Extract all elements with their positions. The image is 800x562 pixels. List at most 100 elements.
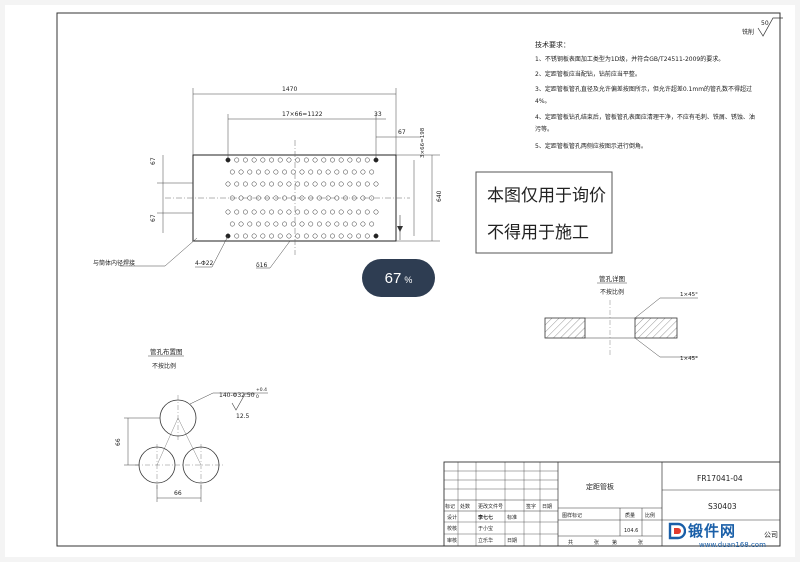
tube-hole — [312, 181, 318, 187]
svg-text:技术要求：: 技术要求： — [535, 40, 570, 49]
tube-hole — [308, 169, 314, 175]
tube-hole — [351, 221, 357, 227]
tube-hole — [369, 195, 375, 201]
svg-text:比例: 比例 — [645, 512, 655, 519]
tube-hole — [234, 233, 240, 239]
tube-hole — [234, 209, 240, 215]
tube-hole — [242, 157, 248, 163]
site-logo-icon — [668, 522, 686, 540]
svg-text:3×66=198: 3×66=198 — [420, 127, 426, 158]
svg-text:李七七: 李七七 — [477, 514, 493, 521]
tube-hole — [286, 209, 292, 215]
tube-hole — [347, 181, 353, 187]
tube-hole — [269, 233, 274, 239]
tube-hole — [312, 209, 318, 215]
tube-hole — [264, 169, 270, 175]
svg-text:FR17041-04: FR17041-04 — [697, 474, 743, 483]
svg-text:S30403: S30403 — [708, 502, 737, 511]
tube-hole — [373, 233, 379, 239]
tube-hole — [330, 209, 335, 215]
roughness-symbol: 铣削 50 — [742, 17, 783, 37]
title-block: 标记 处数 更改文件号 签字 日期 设计 标准 校核 审核 日期 李七七 于小宝… — [443, 461, 781, 547]
tube-hole — [251, 233, 257, 239]
svg-text:66: 66 — [115, 438, 122, 446]
svg-text:17×66=1122: 17×66=1122 — [282, 111, 323, 118]
tube-hole — [299, 221, 305, 227]
tube-hole — [269, 157, 274, 163]
svg-text:立乐华: 立乐华 — [478, 537, 493, 544]
tube-hole — [325, 221, 331, 227]
tube-hole — [343, 221, 348, 227]
tube-hole — [347, 233, 353, 239]
zoom-level-badge[interactable]: 67% — [362, 259, 435, 297]
tube-hole — [260, 209, 266, 215]
plate-view: 67 67 1470 17×66=1122 33 67 640 3×66=198… — [93, 86, 443, 269]
svg-text:处数: 处数 — [460, 503, 470, 510]
svg-text:质量: 质量 — [625, 512, 635, 519]
tube-hole — [356, 233, 362, 239]
tube-hole — [316, 221, 322, 227]
svg-text:3、定距管板管孔直径及允许偏差按图所示，但允许超差0.1mm: 3、定距管板管孔直径及允许偏差按图所示，但允许超差0.1mm的管孔数不得超过 — [535, 85, 752, 93]
tube-hole — [338, 157, 344, 163]
svg-text:校核: 校核 — [447, 525, 457, 532]
watermark-name: 锻件网 — [688, 522, 737, 540]
svg-text:第: 第 — [612, 539, 617, 546]
tube-hole — [295, 233, 301, 239]
tube-hole — [295, 209, 301, 215]
svg-text:公司: 公司 — [764, 531, 778, 539]
tube-hole — [277, 209, 283, 215]
tube-hole — [282, 169, 288, 175]
svg-text:33: 33 — [374, 111, 382, 118]
tube-hole — [308, 221, 314, 227]
zoom-unit: % — [404, 274, 413, 285]
section-detail: 管孔详图 不按比例 1×45° 1×45° — [544, 274, 698, 362]
tube-hole — [369, 169, 375, 175]
tube-hole — [242, 181, 248, 187]
tube-hole — [373, 181, 379, 187]
svg-text:50: 50 — [761, 20, 769, 27]
zoom-value: 67 — [384, 269, 402, 287]
tube-hole — [321, 233, 327, 239]
svg-text:12.5: 12.5 — [236, 413, 250, 420]
svg-text:铣削: 铣削 — [742, 28, 754, 36]
tube-hole — [229, 221, 235, 227]
tube-hole — [256, 169, 261, 175]
tube-hole — [330, 157, 335, 163]
tube-hole — [338, 209, 344, 215]
tube-hole — [256, 221, 261, 227]
drawing-frame — [56, 12, 781, 547]
tube-hole — [347, 209, 353, 215]
tube-hole — [290, 221, 296, 227]
svg-text:5、定距管板管孔两侧应按图示进行倒角。: 5、定距管板管孔两侧应按图示进行倒角。 — [535, 142, 647, 150]
svg-text:日期: 日期 — [542, 504, 552, 510]
tube-hole — [247, 169, 253, 175]
tube-hole — [325, 169, 331, 175]
tube-hole — [364, 209, 370, 215]
tube-hole — [356, 157, 362, 163]
svg-text:不按比例: 不按比例 — [152, 362, 176, 370]
svg-text:日期: 日期 — [507, 538, 517, 544]
svg-text:67: 67 — [150, 214, 157, 222]
svg-text:共: 共 — [568, 539, 573, 546]
svg-text:66: 66 — [174, 490, 182, 497]
tube-holes — [225, 157, 379, 239]
tube-hole — [282, 221, 288, 227]
svg-text:标准: 标准 — [507, 514, 517, 521]
tube-hole — [251, 181, 257, 187]
tube-hole — [277, 157, 283, 163]
svg-text:于小宝: 于小宝 — [478, 525, 493, 532]
tube-hole — [338, 181, 344, 187]
hole-layout-detail: 管孔布置图 不按比例 66 66 140-Φ32.50 +0.4 0 12.5 — [115, 347, 268, 502]
svg-text:1×45°: 1×45° — [680, 292, 698, 298]
tube-hole — [373, 209, 379, 215]
tube-hole — [334, 169, 340, 175]
tube-hole — [273, 221, 279, 227]
tube-hole — [356, 181, 362, 187]
tube-hole — [277, 181, 283, 187]
tube-hole — [247, 221, 253, 227]
tube-hole — [273, 169, 279, 175]
svg-text:4-Φ22: 4-Φ22 — [195, 260, 214, 267]
tube-hole — [343, 169, 348, 175]
svg-text:1、不锈钢板表面加工类型为1D级，并符合GB/T24511-: 1、不锈钢板表面加工类型为1D级，并符合GB/T24511-2009的要求。 — [535, 55, 724, 63]
tube-hole — [269, 209, 274, 215]
